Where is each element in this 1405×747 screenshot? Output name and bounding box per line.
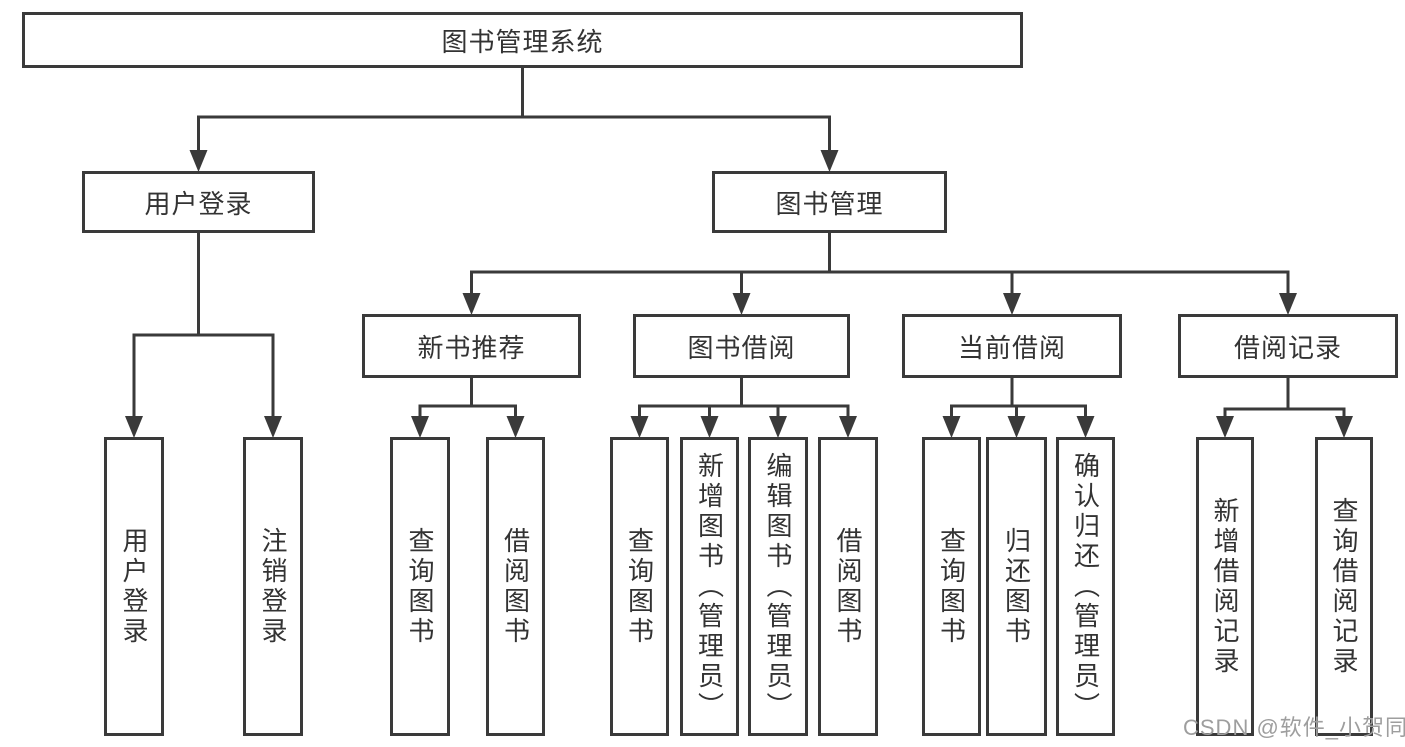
arrowhead (769, 416, 787, 438)
watermark: CSDN @软件_小贺同学 (1183, 715, 1405, 740)
node-label: 查询借阅记录 (1329, 496, 1359, 677)
node-label: 编辑图书（管理员） (763, 451, 793, 722)
node-v-bb-borrow: 借阅图书 (818, 437, 878, 736)
node-label: 借阅记录 (1233, 332, 1342, 363)
arrowhead (732, 293, 751, 315)
node-v-cb-return: 归还图书 (986, 437, 1047, 736)
node-label: 图书管理 (775, 188, 884, 219)
node-label: 借阅图书 (500, 526, 531, 647)
node-new-book: 新书推荐 (362, 314, 581, 378)
node-label: 新增图书（管理员） (694, 451, 725, 722)
node-v-logout: 注销登录 (243, 437, 303, 736)
node-v-cb-query: 查询图书 (922, 437, 981, 736)
node-label: 归还图书 (1001, 526, 1032, 647)
node-label: 图书借阅 (687, 332, 796, 363)
node-label: 图书管理系统 (441, 26, 604, 57)
node-label: 新书推荐 (417, 332, 526, 363)
node-label: 借阅图书 (833, 526, 863, 647)
arrowhead (839, 416, 857, 438)
arrowhead (411, 416, 429, 438)
node-book-mgmt: 图书管理 (712, 171, 947, 233)
node-v-rec-query: 查询借阅记录 (1315, 437, 1373, 736)
node-label: 确认归还（管理员） (1070, 451, 1101, 722)
arrowhead (1279, 293, 1297, 315)
arrowhead (1007, 416, 1026, 438)
arrowhead (125, 416, 143, 438)
arrowhead (1216, 416, 1234, 438)
node-v-bb-query: 查询图书 (610, 437, 669, 736)
node-v-bb-add: 新增图书（管理员） (680, 437, 739, 736)
node-label: 当前借阅 (957, 332, 1066, 363)
arrowhead (820, 150, 839, 172)
arrowhead (1076, 416, 1095, 438)
node-label: 用户登录 (144, 188, 253, 219)
node-v-bb-edit: 编辑图书（管理员） (748, 437, 808, 736)
arrowhead (264, 416, 282, 438)
node-current-borrow: 当前借阅 (902, 314, 1122, 378)
arrowhead (506, 416, 525, 438)
node-v-nb-borrow: 借阅图书 (486, 437, 545, 736)
node-book-borrow: 图书借阅 (633, 314, 850, 378)
arrowhead (700, 416, 719, 438)
arrowhead (462, 293, 481, 315)
node-v-cb-confirm: 确认归还（管理员） (1056, 437, 1115, 736)
arrowhead (942, 416, 961, 438)
arrowhead (189, 150, 208, 172)
node-label: 新增借阅记录 (1210, 496, 1240, 677)
node-v-nb-query: 查询图书 (390, 437, 450, 736)
node-v-rec-add: 新增借阅记录 (1196, 437, 1254, 736)
node-borrow-records: 借阅记录 (1178, 314, 1398, 378)
node-user-login: 用户登录 (82, 171, 315, 233)
node-v-user-login: 用户登录 (104, 437, 164, 736)
node-label: 用户登录 (119, 526, 149, 647)
node-label: 查询图书 (936, 526, 967, 647)
arrowhead (1335, 416, 1353, 438)
node-root: 图书管理系统 (22, 12, 1023, 68)
node-label: 查询图书 (405, 526, 435, 647)
arrowhead (1003, 293, 1021, 315)
node-label: 查询图书 (624, 526, 655, 647)
node-label: 注销登录 (258, 526, 288, 647)
arrowhead (630, 416, 649, 438)
